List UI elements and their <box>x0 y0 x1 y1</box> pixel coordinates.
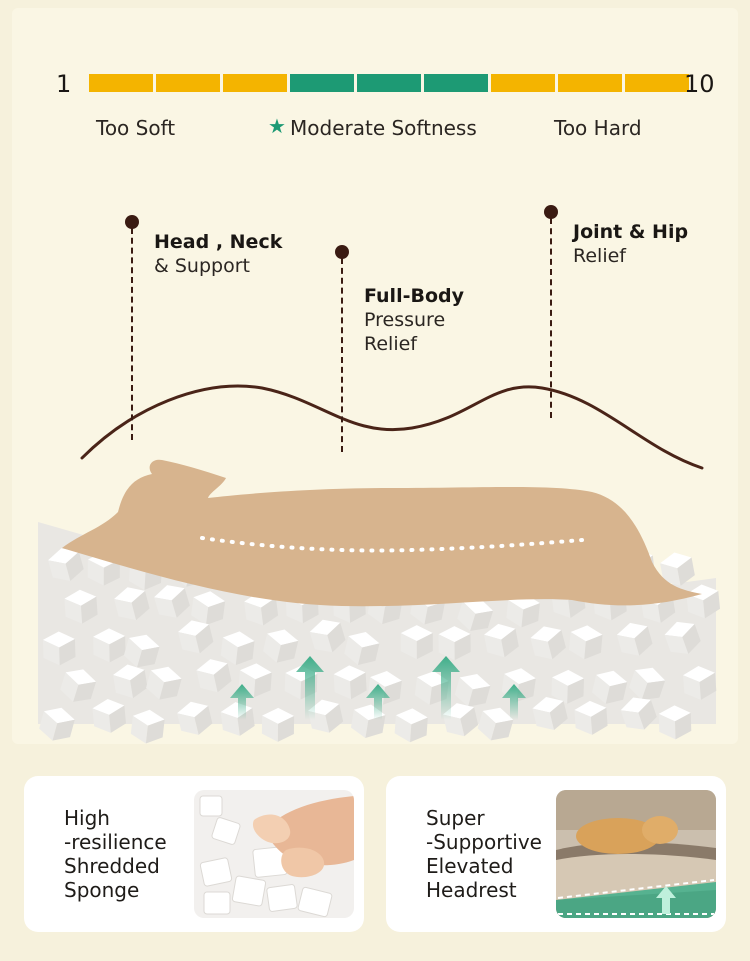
scale-segment <box>290 74 354 92</box>
callout-full-body: Full-Body Pressure Relief <box>364 260 464 356</box>
callout-body-subtitle: Pressure Relief <box>364 309 446 355</box>
callout-dot-body <box>335 245 349 259</box>
callout-joint-title: Joint & Hip <box>573 221 689 243</box>
spine-dotted-line <box>200 536 584 553</box>
top-panel: 1 10 Too Soft ★ Moderate Softness Too Ha… <box>12 8 738 744</box>
too-hard-label: Too Hard <box>554 116 642 140</box>
scale-segment <box>424 74 488 92</box>
dog-bed-photo-icon <box>556 790 716 918</box>
callout-line-joint <box>550 218 552 418</box>
feature-card-headrest: Super -Supportive Elevated Headrest <box>386 776 726 932</box>
scale-segment <box>491 74 555 92</box>
scale-segment <box>558 74 622 92</box>
scale-segment <box>223 74 287 92</box>
callout-line-body <box>341 258 343 452</box>
callout-head-title: Head , Neck <box>154 231 283 253</box>
scale-segment <box>357 74 421 92</box>
moderate-softness-label: Moderate Softness <box>290 116 477 140</box>
callout-line-head <box>131 228 133 440</box>
scale-segment <box>625 74 689 92</box>
feature-sponge-text: High -resilience Shredded Sponge <box>64 806 167 902</box>
callout-body-title: Full-Body <box>364 285 464 307</box>
too-soft-label: Too Soft <box>96 116 176 140</box>
softness-scale-bar <box>89 74 689 92</box>
scale-segment <box>156 74 220 92</box>
callout-joint-subtitle: Relief <box>573 245 626 267</box>
callout-dot-head <box>125 215 139 229</box>
callout-joint-hip: Joint & Hip Relief <box>573 220 688 268</box>
dog-silhouette <box>62 459 702 607</box>
hand-sponge-photo-icon <box>194 790 354 918</box>
support-arrows <box>230 656 526 720</box>
scale-max-label: 10 <box>684 70 715 98</box>
callout-head-subtitle: & Support <box>154 255 250 277</box>
support-wave <box>80 384 704 470</box>
callout-head-neck: Head , Neck & Support <box>154 230 282 278</box>
star-icon: ★ <box>268 114 286 138</box>
dog-on-mattress-illustration <box>38 384 721 744</box>
feature-headrest-text: Super -Supportive Elevated Headrest <box>426 806 542 902</box>
scale-segment <box>89 74 153 92</box>
feature-card-sponge: High -resilience Shredded Sponge <box>24 776 364 932</box>
callout-dot-joint <box>544 205 558 219</box>
scale-min-label: 1 <box>56 70 72 98</box>
